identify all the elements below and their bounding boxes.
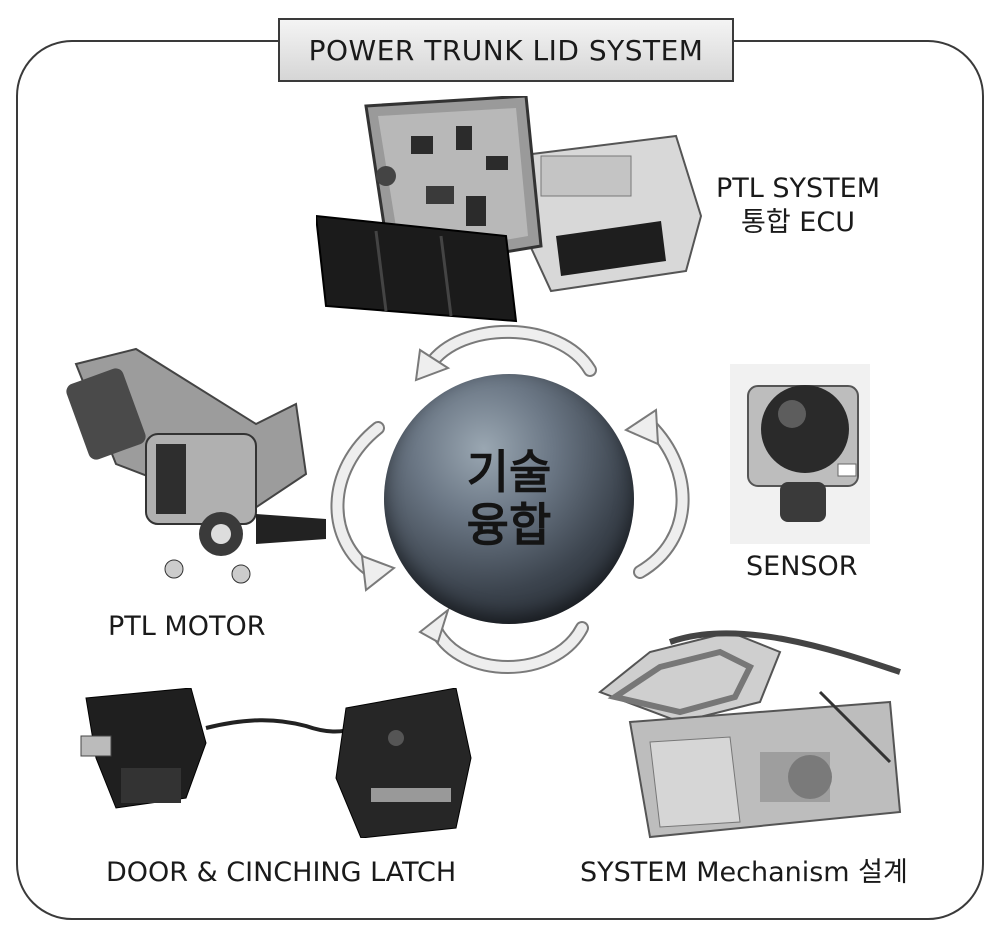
mechanism-label: SYSTEM Mechanism 설계 bbox=[580, 857, 908, 888]
hub-text-line1: 기술 bbox=[466, 445, 552, 500]
mechanism-image bbox=[598, 630, 902, 839]
motor-label: PTL MOTOR bbox=[108, 611, 266, 642]
ecu-label-line1: PTL SYSTEM bbox=[716, 173, 881, 204]
motor-image bbox=[66, 347, 326, 584]
sensor-image bbox=[730, 364, 870, 544]
cycle-arrow-top bbox=[414, 324, 597, 382]
hub-text-line2: 융합 bbox=[466, 498, 552, 552]
technology-convergence-hub: 기술 융합 bbox=[384, 374, 634, 624]
latch-label: DOOR & CINCHING LATCH bbox=[106, 857, 457, 888]
cycle-arrow-bottom bbox=[418, 607, 589, 674]
cycle-arrow-right bbox=[623, 408, 690, 579]
ecu-label: PTL SYSTEM 통합 ECU bbox=[716, 172, 880, 240]
sensor-label: SENSOR bbox=[746, 551, 858, 582]
latch-image bbox=[80, 688, 472, 838]
cycle-arrows bbox=[330, 324, 690, 674]
ecu-image bbox=[316, 96, 703, 323]
cycle-arrow-left bbox=[330, 421, 397, 592]
diagram-title: POWER TRUNK LID SYSTEM bbox=[278, 18, 734, 82]
ecu-label-line2: 통합 ECU bbox=[741, 206, 855, 238]
